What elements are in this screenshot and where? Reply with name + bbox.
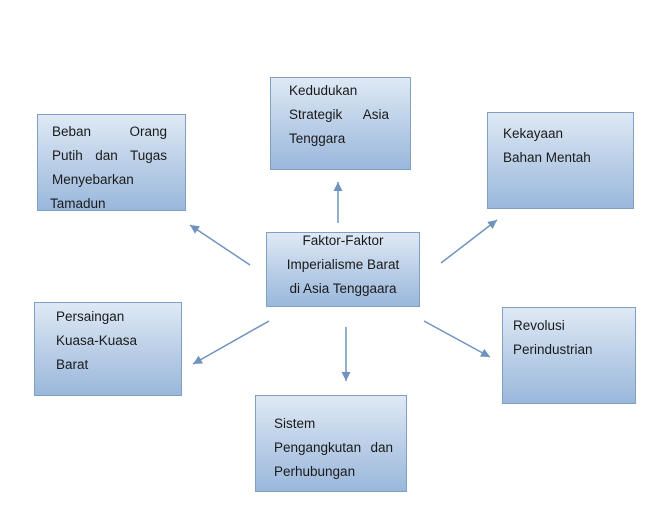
arrow-to-top-right bbox=[440, 219, 498, 264]
node-line: Revolusi bbox=[513, 318, 565, 333]
node-center-faktor: Faktor-Faktor Imperialisme Barat di Asia… bbox=[266, 232, 420, 307]
node-line: Kekayaan bbox=[503, 126, 564, 141]
node-persaingan: Persaingan Kuasa-Kuasa Barat bbox=[34, 302, 182, 396]
node-line: Beban Orang bbox=[52, 124, 167, 139]
node-sistem-pengangkutan: Sistem Pengangkutan dan Perhubungan bbox=[255, 395, 407, 492]
arrow-to-top-left bbox=[189, 224, 251, 266]
node-line: Imperialisme Barat bbox=[286, 257, 400, 272]
node-line: Pengangkutan dan bbox=[274, 440, 393, 455]
node-line: di Asia Tenggaara bbox=[289, 281, 397, 296]
node-line: Strategik Asia bbox=[289, 107, 389, 122]
node-line: Tenggara bbox=[289, 131, 346, 146]
node-kedudukan-strategik: Kedudukan Strategik Asia Tenggara bbox=[270, 77, 411, 170]
node-line: Barat bbox=[56, 357, 89, 372]
node-line: Menyebarkan bbox=[52, 172, 134, 187]
node-line: Perhubungan bbox=[274, 464, 356, 479]
node-line: Sistem bbox=[274, 416, 316, 431]
node-line: Persaingan bbox=[56, 309, 125, 324]
node-beban-orang-putih: Beban Orang Putih dan Tugas Menyebarkan … bbox=[37, 114, 186, 211]
node-line: Perindustrian bbox=[513, 342, 593, 357]
node-line: Bahan Mentah bbox=[503, 150, 591, 165]
node-revolusi-perindustrian: Revolusi Perindustrian bbox=[502, 307, 636, 404]
arrow-to-mid-left bbox=[192, 320, 270, 365]
node-line: Putih dan Tugas bbox=[52, 148, 167, 163]
node-line: Kuasa-Kuasa bbox=[56, 333, 138, 348]
node-line: Kedudukan bbox=[289, 83, 358, 98]
node-kekayaan-bahan-mentah: Kekayaan Bahan Mentah bbox=[487, 112, 634, 209]
node-line: Tamadun bbox=[50, 196, 106, 211]
arrow-to-mid-right bbox=[423, 320, 491, 358]
node-line: Faktor-Faktor bbox=[302, 233, 384, 248]
